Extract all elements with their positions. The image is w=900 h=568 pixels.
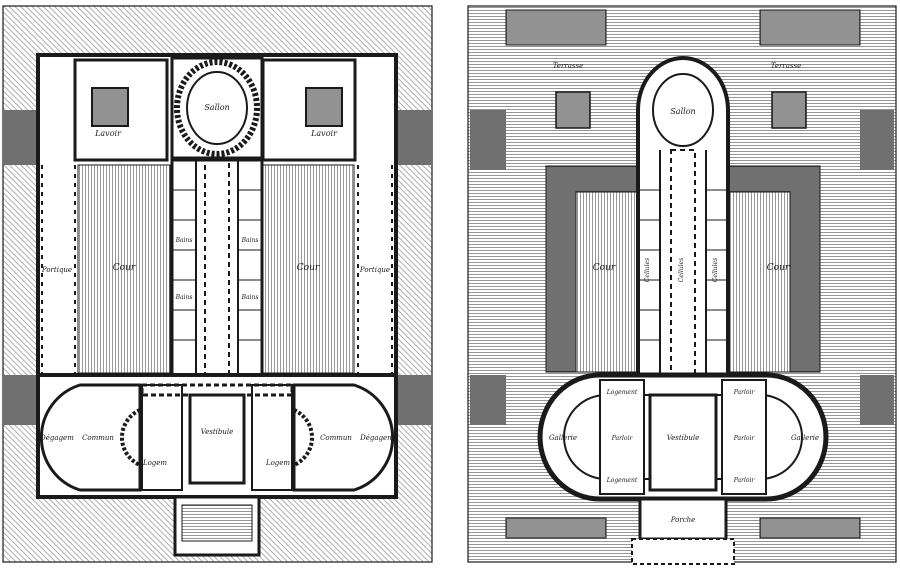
left-label-sallon: Sallon bbox=[204, 103, 229, 112]
right-label-terrasse-left: Terrasse bbox=[553, 62, 583, 70]
right-label-parloir-inner: Parloir bbox=[611, 435, 634, 442]
left-label-logem-right: Logem bbox=[265, 459, 290, 467]
right-plan: Terrasse Terrasse Sallon Cour Cour Cellu… bbox=[467, 5, 897, 565]
right-label-parloir-inner-right: Parloir bbox=[733, 435, 756, 442]
right-basin-right bbox=[771, 91, 807, 129]
left-label-commun-right: Commun bbox=[320, 434, 352, 442]
right-sallon-oval bbox=[652, 73, 714, 147]
right-label-cour-left: Cour bbox=[593, 263, 616, 273]
right-label-parloir-top: Parloir bbox=[733, 389, 756, 396]
left-spine-corridor bbox=[204, 159, 230, 376]
left-plan: Sallon Lavoir Lavoir Cour Cour Portique … bbox=[2, 5, 433, 563]
left-vestibule-room bbox=[188, 393, 246, 485]
left-label-portique-left: Portique bbox=[41, 266, 72, 274]
right-label-logement-top: Logement bbox=[606, 389, 638, 396]
right-label-terrasse-right: Terrasse bbox=[771, 62, 801, 70]
left-label-vestibule: Vestibule bbox=[201, 428, 234, 436]
left-band-c bbox=[3, 375, 39, 425]
left-label-lavoir-left: Lavoir bbox=[94, 129, 122, 138]
left-commun-left bbox=[39, 383, 142, 492]
left-cour-right bbox=[261, 164, 355, 374]
right-vestibule-room bbox=[648, 393, 718, 492]
left-band-a bbox=[3, 110, 39, 165]
left-spine bbox=[170, 158, 264, 377]
right-label-vestibule: Vestibule bbox=[667, 434, 700, 442]
left-basin-left bbox=[91, 87, 129, 127]
left-label-degagem-right: Dégagem bbox=[359, 434, 394, 442]
right-band-top-right bbox=[759, 9, 861, 46]
right-label-gallerie-left: Gallerie bbox=[549, 434, 577, 442]
left-label-portique-right: Portique bbox=[359, 266, 390, 274]
left-band-b bbox=[396, 110, 432, 165]
left-cour-left bbox=[77, 164, 171, 374]
right-cour-left bbox=[575, 191, 639, 373]
left-label-cour-left: Cour bbox=[113, 263, 136, 273]
left-label-commun-left: Commun bbox=[82, 434, 114, 442]
right-label-porche: Porche bbox=[670, 516, 696, 524]
right-basin-left bbox=[555, 91, 591, 129]
left-sallon-oval bbox=[186, 71, 248, 145]
right-label-gallerie-right: Gallerie bbox=[791, 434, 819, 442]
right-label-cellules-2: Cellules bbox=[678, 258, 685, 282]
left-logem-left-room bbox=[141, 384, 183, 491]
left-band-d bbox=[396, 375, 432, 425]
right-label-cellules-3: Cellules bbox=[712, 258, 719, 282]
left-label-bains-2: Bains bbox=[241, 237, 259, 244]
left-logem-right-room bbox=[251, 384, 293, 491]
right-label-cellules-1: Cellules bbox=[644, 258, 651, 282]
left-label-logem-left: Logem bbox=[142, 459, 167, 467]
left-label-bains-1: Bains bbox=[175, 237, 193, 244]
right-label-sallon: Sallon bbox=[670, 107, 695, 116]
right-cour-right bbox=[727, 191, 791, 373]
left-label-lavoir-right: Lavoir bbox=[310, 129, 338, 138]
left-label-bains-3: Bains bbox=[175, 294, 193, 301]
right-band-top-left bbox=[505, 9, 607, 46]
left-label-cour-right: Cour bbox=[297, 263, 320, 273]
left-label-degagem-left: Dégagem bbox=[39, 434, 74, 442]
left-basin-right bbox=[305, 87, 343, 127]
left-label-bains-4: Bains bbox=[241, 294, 259, 301]
right-label-parloir-bottom: Parloir bbox=[733, 477, 756, 484]
left-commun-right bbox=[292, 383, 395, 492]
right-label-cour-right: Cour bbox=[767, 263, 790, 273]
right-label-logement-bottom: Logement bbox=[606, 477, 638, 484]
